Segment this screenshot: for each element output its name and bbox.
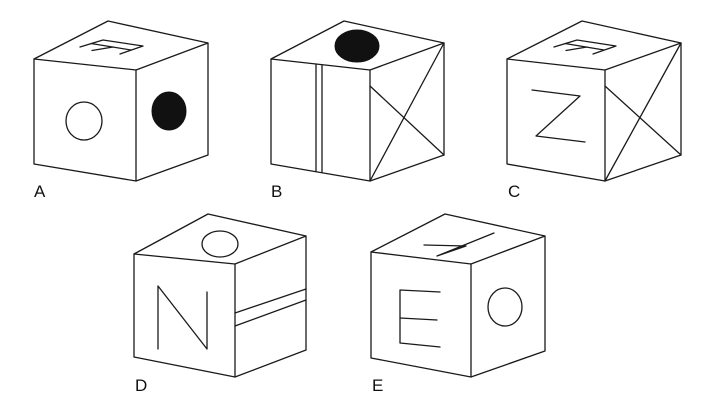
cube-a-left-circle	[65, 101, 103, 141]
cube-d-left-n	[157, 285, 208, 350]
cube-b-right-x	[369, 42, 445, 182]
option-label-d: D	[135, 376, 148, 395]
cube-e-top-edges	[370, 235, 546, 265]
cube-c-outline	[506, 20, 682, 182]
cube-c[interactable]	[506, 20, 682, 182]
cube-d-top-edges	[133, 235, 307, 265]
cube-a[interactable]	[33, 20, 209, 182]
cube-c-right-x	[604, 42, 682, 182]
cube-e-outline	[370, 213, 546, 378]
cube-a-top-edges	[33, 42, 209, 71]
cube-d-right-bars	[234, 288, 307, 327]
cube-d[interactable]	[133, 213, 307, 378]
cube-e-left-e	[399, 289, 441, 348]
cube-e[interactable]	[370, 213, 546, 378]
cube-a-top-e-symbol	[79, 39, 144, 55]
cube-a-right-dot	[151, 91, 187, 131]
option-label-e: E	[372, 376, 384, 395]
cube-b-top-dot	[334, 29, 380, 63]
cube-b[interactable]	[270, 20, 445, 182]
option-label-b: B	[271, 182, 283, 201]
cube-a-outline	[33, 20, 209, 182]
option-label-c: C	[508, 182, 521, 201]
cube-c-left-z	[531, 89, 586, 143]
cube-e-top-z	[423, 232, 495, 257]
cube-c-top-edges	[506, 42, 682, 71]
cube-c-top-e-symbol	[553, 39, 617, 55]
cube-e-right-circle	[487, 287, 523, 327]
cube-d-outline	[133, 213, 307, 378]
cube-d-top-circle	[201, 230, 239, 258]
cube-b-left-bars	[315, 63, 323, 173]
cube-b-top-edges	[270, 42, 445, 71]
option-label-a: A	[34, 182, 46, 201]
